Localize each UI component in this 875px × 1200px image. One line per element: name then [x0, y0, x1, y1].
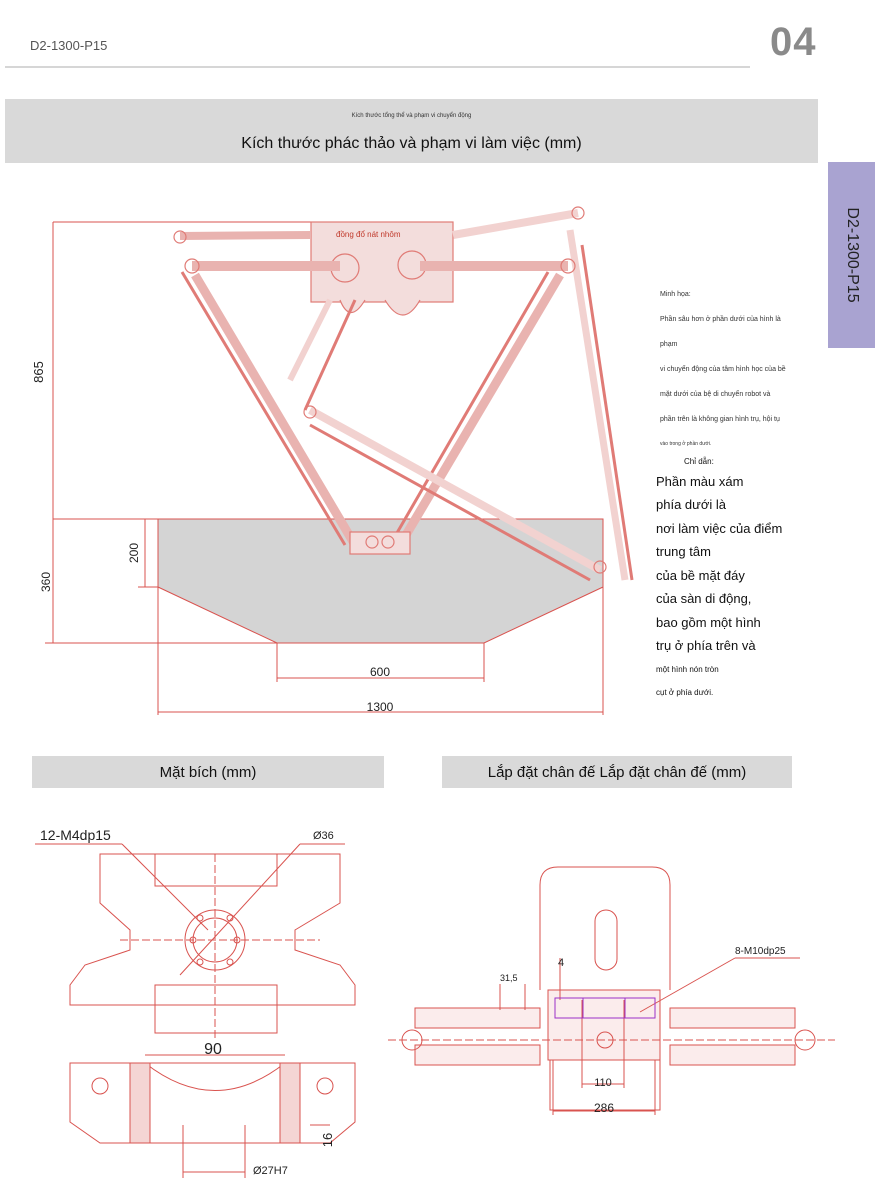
guide-line: Phần màu xám	[656, 473, 744, 489]
illustration-notes: Minh họa: Phần sâu hơn ở phần dưới của h…	[660, 282, 800, 457]
section-header-mount: Lắp đặt chân đế Lắp đặt chân đế (mm)	[442, 756, 792, 788]
dim-286: 286	[594, 1101, 614, 1115]
side-tab: D2-1300-P15	[828, 162, 875, 348]
guide-line: của bề mặt đáy	[656, 567, 745, 583]
dim-1300: 1300	[367, 700, 394, 714]
bore-label: Ø27H7	[253, 1165, 288, 1177]
guide-heading: Chỉ dẫn:	[684, 457, 714, 466]
illustration-line: vào trong ở phần dưới.	[660, 441, 712, 447]
dim-90: 90	[204, 1041, 222, 1058]
dim-360: 360	[39, 572, 53, 592]
base-material-label: đồng đổ nát nhôm	[336, 230, 401, 239]
guide-line: trụ ở phía trên và	[656, 638, 756, 653]
mount-title: Lắp đặt chân đế Lắp đặt chân đế (mm)	[487, 764, 747, 781]
guide-line: của sàn di động,	[656, 591, 752, 606]
diameter-36-label: Ø36	[313, 830, 334, 842]
illustration-line: vi chuyển động của tâm hình học của bề	[660, 366, 786, 373]
guide-line: bao gồm một hình	[656, 614, 761, 630]
guide-line: nơi làm việc của điểm	[656, 520, 783, 536]
header-divider	[5, 66, 750, 68]
dim-600: 600	[370, 665, 390, 679]
section-header-flange: Mặt bích (mm)	[32, 756, 384, 788]
guide-line-small: cụt ở phía dưới.	[656, 688, 714, 697]
robot-outline	[173, 206, 634, 582]
illustration-line: Phần sâu hơn ở phần dưới của hình là phạ…	[660, 316, 781, 348]
illustration-line: phần trên là không gian hình trụ, hội tụ	[660, 416, 780, 423]
bolt-spec-label: 8-M10dp25	[735, 946, 786, 957]
guide-notes: Chỉ dẫn: Phần màu xám phía dưới là nơi l…	[656, 450, 806, 705]
flange-title: Mặt bích (mm)	[159, 764, 257, 781]
illustration-heading: Minh họa:	[660, 291, 691, 298]
dim-200: 200	[127, 543, 141, 563]
hole-spec-label: 12-M4dp15	[40, 827, 111, 843]
guide-line: phía dưới là	[656, 497, 726, 512]
dim-16: 16	[320, 1133, 335, 1147]
illustration-line: mặt dưới của bệ di chuyển robot và	[660, 391, 771, 398]
dim-110: 110	[594, 1077, 612, 1089]
page-number: 04	[770, 20, 817, 64]
dim-865: 865	[31, 361, 46, 383]
section-title: Kích thước phác thảo và phạm vi làm việc…	[241, 135, 582, 152]
guide-line-small: một hình nón tròn	[656, 664, 719, 674]
section-subtitle: Kích thước tổng thể và phạm vi chuyển độ…	[351, 113, 472, 119]
dim-4: 4	[558, 957, 564, 969]
section-header-dimensions: Kích thước tổng thể và phạm vi chuyển độ…	[5, 99, 818, 163]
bolt-pattern	[554, 997, 656, 1019]
guide-line: trung tâm	[656, 544, 711, 559]
model-code: D2-1300-P15	[30, 38, 108, 53]
dim-31-5: 31,5	[500, 973, 518, 983]
